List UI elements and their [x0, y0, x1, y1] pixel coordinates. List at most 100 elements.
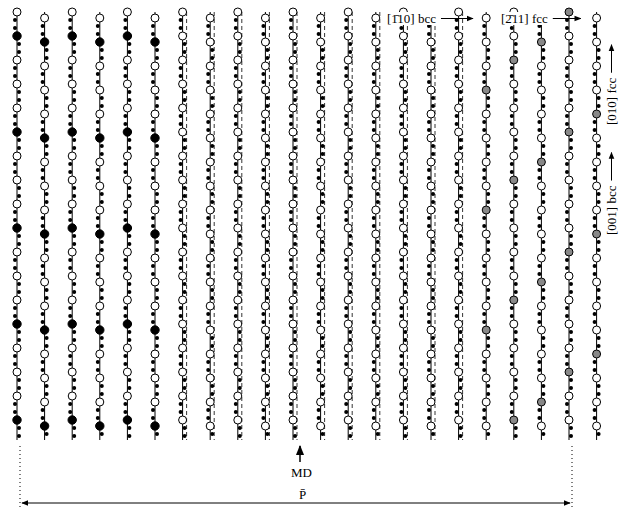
- atom-open: [123, 152, 131, 160]
- atom-small: [234, 162, 238, 166]
- direction-label: [2̄11] fcc: [500, 12, 549, 25]
- atom-open: [427, 326, 435, 334]
- atom-small: [17, 242, 21, 246]
- atom-small: [45, 336, 49, 340]
- atom-small: [376, 96, 380, 100]
- atom-small: [317, 224, 321, 228]
- atom-small: [151, 264, 155, 268]
- atom-small: [100, 200, 104, 204]
- atom-small: [13, 170, 17, 174]
- atom-small: [569, 186, 573, 190]
- atom-small: [123, 18, 127, 22]
- atom-small: [427, 80, 431, 84]
- atom-open: [41, 254, 49, 262]
- atom-open: [482, 182, 490, 190]
- atom-small: [537, 224, 541, 228]
- atom-small: [372, 360, 376, 364]
- atom-open: [289, 32, 297, 40]
- atom-small: [45, 96, 49, 100]
- atom-small: [348, 194, 352, 198]
- atom-small: [179, 26, 183, 30]
- atom-open: [510, 272, 518, 280]
- atom-open: [537, 422, 545, 430]
- atom-open: [289, 224, 297, 232]
- atom-small: [123, 66, 127, 70]
- atom-small: [293, 50, 297, 54]
- atom-small: [321, 432, 325, 436]
- atom-small: [510, 362, 514, 366]
- atom-small: [238, 426, 242, 430]
- atom-open: [565, 176, 573, 184]
- atom-open: [96, 206, 104, 214]
- atom-open: [344, 32, 352, 40]
- atom-small: [317, 32, 321, 36]
- atom-open: [234, 296, 242, 304]
- atom-small: [261, 224, 265, 228]
- atom-small: [100, 192, 104, 196]
- atom-small: [13, 114, 17, 118]
- atom-small: [179, 162, 183, 166]
- atom-small: [41, 32, 45, 36]
- atom-small: [151, 80, 155, 84]
- atom-small: [151, 368, 155, 372]
- atom-small: [565, 354, 569, 358]
- atom-small: [597, 192, 601, 196]
- atom-open: [206, 182, 214, 190]
- atom-open: [510, 416, 518, 424]
- atom-small: [344, 114, 348, 118]
- atom-small: [210, 392, 214, 396]
- atom-small: [431, 248, 435, 252]
- atom-small: [455, 74, 459, 78]
- atom-open: [206, 350, 214, 358]
- atom-open: [234, 104, 242, 112]
- atom-small: [41, 168, 45, 172]
- atom-open: [565, 296, 573, 304]
- atom-small: [234, 74, 238, 78]
- atom-small: [431, 432, 435, 436]
- atom-small: [265, 344, 269, 348]
- atom-small: [344, 362, 348, 366]
- atom-small: [344, 314, 348, 318]
- atom-small: [348, 426, 352, 430]
- atom-small: [289, 114, 293, 118]
- atom-small: [210, 240, 214, 244]
- atom-open: [537, 278, 545, 286]
- atom-open: [537, 398, 545, 406]
- atom-open: [455, 224, 463, 232]
- atom-small: [206, 320, 210, 324]
- atom-small: [100, 344, 104, 348]
- atom-small: [486, 336, 490, 340]
- atom-small: [537, 264, 541, 268]
- atom-small: [261, 216, 265, 220]
- atom-small: [127, 42, 131, 46]
- atom-small: [514, 434, 518, 438]
- atom-small: [486, 384, 490, 388]
- atom-small: [206, 32, 210, 36]
- atom-small: [127, 50, 131, 54]
- atom-small: [431, 104, 435, 108]
- atom-open: [510, 80, 518, 88]
- atom-small: [68, 306, 72, 310]
- atom-small: [68, 114, 72, 118]
- atom-open: [372, 374, 380, 382]
- atom-small: [486, 48, 490, 52]
- atom-open: [289, 128, 297, 136]
- atom-small: [565, 162, 569, 166]
- atom-open: [261, 182, 269, 190]
- atom-small: [127, 234, 131, 238]
- atom-open: [565, 200, 573, 208]
- atom-open: [372, 422, 380, 430]
- atom-small: [541, 344, 545, 348]
- atom-open: [317, 86, 325, 94]
- atom-small: [100, 336, 104, 340]
- atom-small: [482, 360, 486, 364]
- atom-small: [537, 360, 541, 364]
- atom-open: [372, 398, 380, 406]
- atom-small: [183, 282, 187, 286]
- atom-small: [344, 410, 348, 414]
- atom-open: [261, 62, 269, 70]
- atom-open: [593, 398, 601, 406]
- atom-open: [68, 416, 76, 424]
- atom-small: [541, 288, 545, 292]
- atom-small: [482, 176, 486, 180]
